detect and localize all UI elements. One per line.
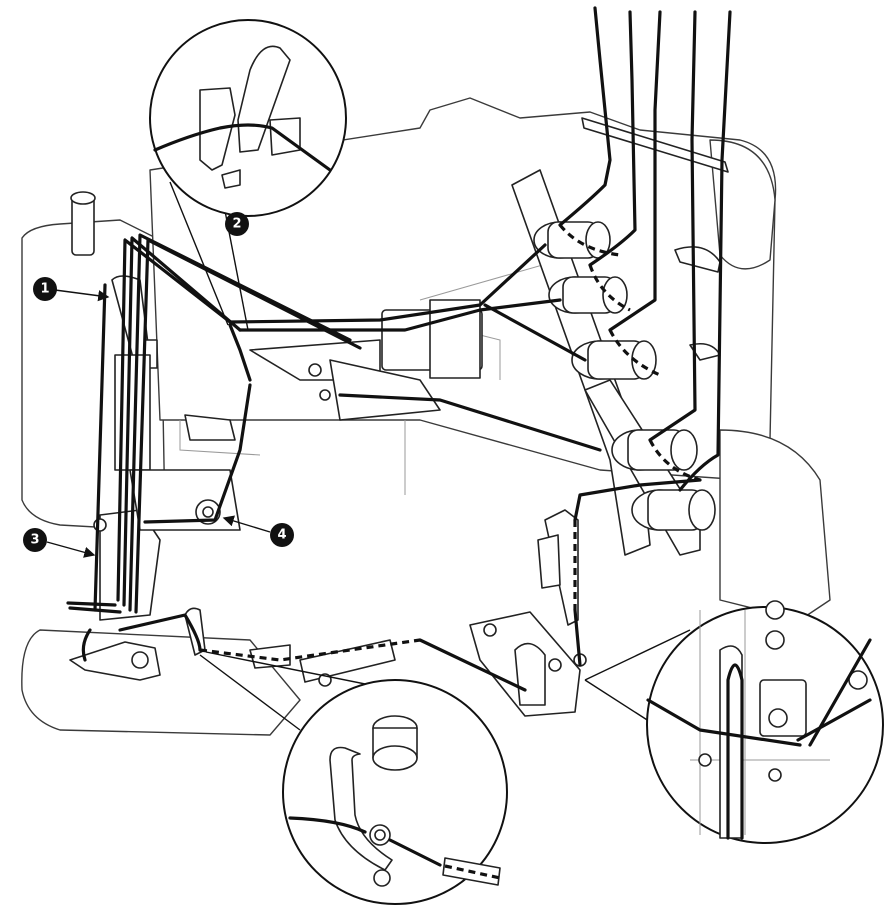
zoom-detail-top (149, 19, 347, 331)
right-lower-housing (719, 429, 831, 621)
tension-dial-1 (533, 221, 611, 259)
zoom-detail-lower-looper (199, 651, 508, 905)
callouts: 1 2 3 4 (23, 212, 294, 558)
looper-assembly (469, 509, 587, 717)
tension-dial-5 (631, 489, 716, 531)
callout-4: 4 (222, 515, 294, 547)
zoom-detail-needle-plate (584, 600, 884, 844)
presser-foot (69, 641, 161, 681)
tension-dial-4 (611, 429, 698, 471)
front-base (21, 629, 301, 736)
threads (66, 6, 732, 692)
callout-1: 1 (33, 277, 110, 302)
tension-dial-2 (548, 276, 628, 314)
callout-4-label: 4 (277, 528, 286, 543)
callout-1-label: 1 (40, 282, 49, 297)
callout-2: 2 (225, 212, 249, 236)
callout-3: 3 (23, 528, 96, 558)
callout-3-label: 3 (30, 533, 39, 548)
center-guide-block (249, 299, 483, 421)
callout-2-label: 2 (232, 217, 241, 232)
